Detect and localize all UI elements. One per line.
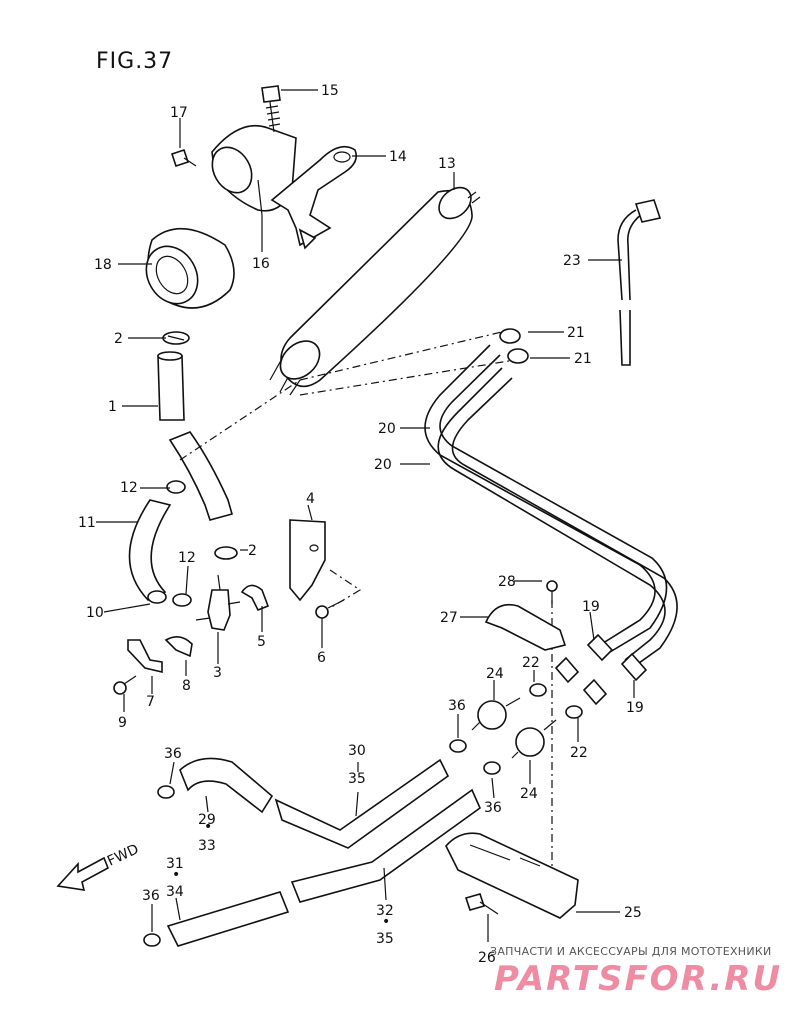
screw-part-28: [546, 580, 558, 604]
callout-6: 6: [317, 650, 326, 666]
callout-25: 25: [624, 905, 642, 921]
hose-part-31: [166, 891, 290, 947]
callout-16: 16: [252, 256, 270, 272]
callout-4: 4: [306, 491, 315, 507]
bracket-part-25: [445, 832, 579, 919]
callout-18: 18: [94, 257, 112, 273]
pipe-part-20: [424, 344, 678, 669]
callout-2-upper: 2: [114, 331, 123, 347]
bracket-part-4: [289, 519, 326, 602]
callout-20-upper: 20: [378, 421, 396, 437]
callout-32: 32: [376, 903, 394, 919]
callout-19-lower: 19: [626, 700, 644, 716]
callout-14: 14: [389, 149, 407, 165]
bolt-part-17: [170, 148, 197, 168]
callout-8: 8: [182, 678, 191, 694]
callout-2-lower: 2: [248, 543, 257, 559]
watermark-caption: ЗАПЧАСТИ И АКСЕССУАРЫ ДЛЯ МОТОТЕХНИКИ: [490, 945, 772, 958]
pipe-part-23: [617, 199, 662, 366]
forward-arrow-icon: [56, 856, 110, 891]
callout-23: 23: [563, 253, 581, 269]
figure-title: FIG.37: [96, 49, 173, 74]
callout-10: 10: [86, 605, 104, 621]
callout-numbers: 15 17 14 13 18 16 23 2 21 21 1 20 20 12 …: [78, 83, 644, 966]
callout-22-lower: 22: [570, 745, 588, 761]
curved-hose: [168, 431, 233, 521]
hose-part-29: [179, 757, 274, 814]
clip-part-8: [164, 636, 193, 658]
callout-leaders: [96, 89, 635, 942]
callout-34: 34: [166, 884, 184, 900]
callout-20-lower: 20: [374, 457, 392, 473]
clamp-part-7: [127, 639, 163, 674]
dot-29: •: [204, 819, 212, 835]
canister-part-13: [269, 186, 481, 396]
callout-36-upper: 36: [448, 698, 466, 714]
callout-35-upper: 35: [348, 771, 366, 787]
watermark-logo: PARTSFOR.RU: [494, 959, 782, 999]
clamp-part-36: [143, 739, 501, 947]
callout-36-left: 36: [164, 746, 182, 762]
callout-1: 1: [108, 399, 117, 415]
hose-part-30: [274, 758, 450, 849]
valve-part-24-lower: [511, 719, 557, 759]
callout-13: 13: [438, 156, 456, 172]
callout-12-lower: 12: [178, 550, 196, 566]
callout-27: 27: [440, 610, 458, 626]
clamp-part-2-lower: [214, 546, 238, 560]
callout-22-upper: 22: [522, 655, 540, 671]
callout-36-mid: 36: [484, 800, 502, 816]
bolt-part-9: [113, 675, 137, 695]
callout-11: 11: [78, 515, 96, 531]
callout-21-lower: 21: [574, 351, 592, 367]
clamp-part-2-top: [162, 331, 190, 345]
dot-31: •: [172, 867, 180, 883]
clamp-part-12-lower: [172, 593, 192, 607]
callout-3: 3: [213, 665, 222, 681]
dot-32: •: [382, 914, 390, 930]
hose-part-1: [157, 351, 185, 421]
callout-12-upper: 12: [120, 480, 138, 496]
callout-7: 7: [146, 694, 155, 710]
hose-part-19: [586, 633, 648, 682]
bolt-part-15: [261, 85, 281, 133]
callout-15: 15: [321, 83, 339, 99]
valve-part-24-upper: [471, 697, 521, 731]
hose-part-32: [290, 788, 481, 903]
hose-connector-22: [529, 656, 608, 719]
callout-17: 17: [170, 105, 188, 121]
callout-36-lower: 36: [142, 888, 160, 904]
callout-35-lower: 35: [376, 931, 394, 947]
callout-30: 30: [348, 743, 366, 759]
clamp-part-12-upper: [166, 480, 186, 494]
hose-part-11: [128, 499, 172, 604]
callout-26: 26: [478, 950, 496, 966]
cushion-part-18: [145, 227, 235, 309]
direction-label: FWD: [105, 841, 141, 869]
callout-28: 28: [498, 574, 516, 590]
callout-24-upper: 24: [486, 666, 504, 682]
callout-29: 29: [198, 812, 216, 828]
clip-part-5: [240, 584, 270, 612]
callout-31: 31: [166, 856, 184, 872]
callout-5: 5: [257, 634, 266, 650]
callout-24-lower: 24: [520, 786, 538, 802]
callout-9: 9: [118, 715, 127, 731]
bracket-part-27: [484, 603, 567, 651]
valve-part-3: [195, 574, 241, 631]
callout-33: 33: [198, 838, 216, 854]
callout-21-upper: 21: [567, 325, 585, 341]
canister-band-part-16: [211, 124, 297, 216]
callout-19-upper: 19: [582, 599, 600, 615]
clamp-part-21: [499, 328, 529, 364]
bolt-part-26: [464, 893, 499, 915]
